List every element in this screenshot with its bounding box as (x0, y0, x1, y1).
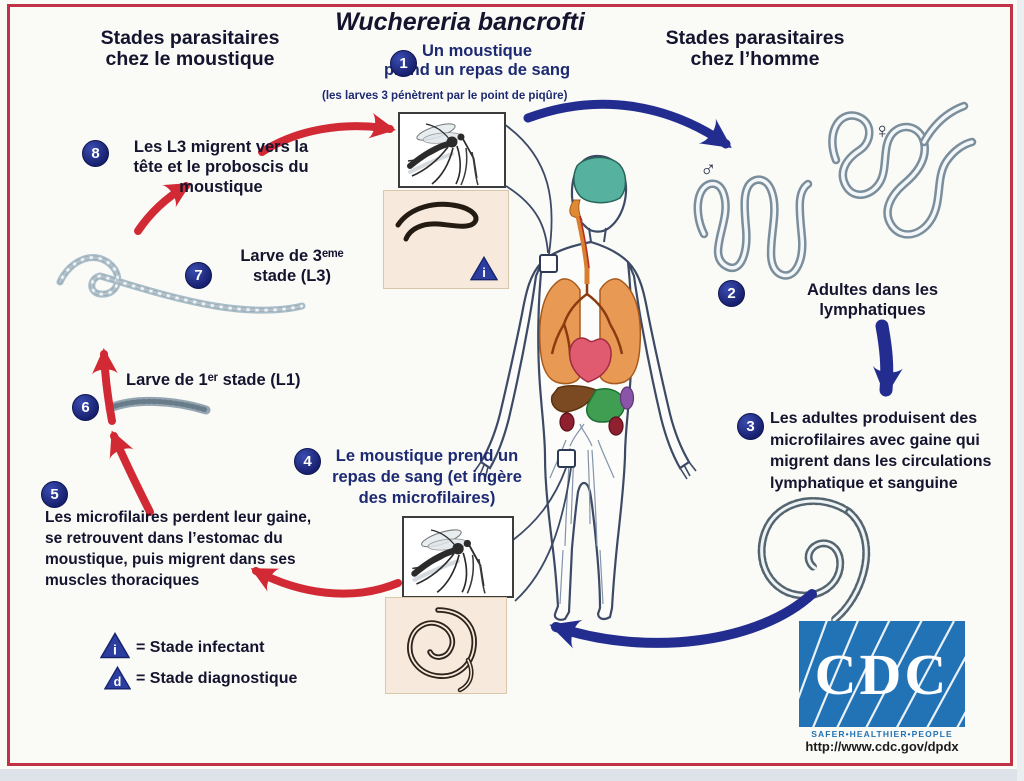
step-6-text: Larve de 1ᵉʳ stade (L1) (126, 371, 301, 389)
step-7-text: Larve de 3ᵉᵐᵉ stade (L3) (240, 247, 344, 285)
coiled-microfilaria-box (385, 597, 507, 694)
thigh-bite-site-box (557, 449, 576, 468)
kidney-left (608, 416, 624, 436)
step-badge-4: 4 (294, 448, 321, 475)
cdc-tagline: SAFER•HEALTHIER•PEOPLE (811, 729, 953, 739)
l1-larva-image (105, 397, 211, 415)
arrow-1-to-2 (523, 99, 732, 149)
scan-edge-right (1017, 0, 1024, 781)
infective-larva-box: i (383, 190, 509, 289)
heading-human-stages: Stades parasitaires chez l’homme (665, 27, 845, 70)
mosquito-bite-box-bottom (402, 516, 514, 598)
liver (550, 385, 597, 413)
scan-edge-bottom (0, 769, 1024, 781)
mosquito-icon (404, 518, 512, 596)
arrow-8-to-1 (258, 112, 396, 156)
infectious-stage-triangle-icon: i (470, 255, 498, 281)
cdc-rays-icon (799, 621, 965, 727)
svg-text:i: i (113, 642, 117, 658)
step-8-text: Les L3 migrent vers la tête et le probos… (133, 138, 309, 196)
spleen (619, 386, 635, 410)
mosquito-icon (400, 114, 504, 186)
cdc-logo: CDC (799, 621, 965, 727)
dark-l3-worm-image (395, 201, 479, 242)
adult-worms-image (693, 101, 977, 280)
step-badge-6: 6 (72, 394, 99, 421)
trachea (575, 215, 590, 284)
svg-text:d: d (114, 675, 122, 689)
lymphatic-vessels (549, 423, 615, 605)
legend-diagnostic-label: = Stade diagnostique (136, 670, 298, 687)
sheathed-microfilaria-image (757, 497, 871, 624)
step-2-text: Adultes dans les lymphatiques (806, 281, 939, 319)
brain (573, 156, 627, 204)
legend-infectious-label: = Stade infectant (136, 639, 265, 656)
cdc-url: http://www.cdc.gov/dpdx (805, 739, 959, 754)
shoulder-bite-site-box (539, 254, 558, 273)
step-5-text: Les microfilaires perdent leur gaine, se… (45, 509, 312, 589)
step-badge-5: 5 (41, 481, 68, 508)
arrow-7-to-8 (134, 182, 192, 235)
nasal-cavity (569, 199, 584, 221)
female-symbol: ♀ (874, 118, 891, 143)
step-4-text: Le moustique prend un repas de sang (et … (332, 447, 522, 507)
l3-larva-image (56, 254, 306, 314)
esophagus (579, 215, 590, 269)
cycle-arrows (91, 99, 903, 649)
arrow-6-to-7 (91, 348, 118, 425)
bite-site-connectors (503, 123, 572, 602)
cdc-logo-text: CDC (814, 641, 950, 707)
svg-text:i: i (482, 265, 486, 280)
kidney-right (559, 412, 575, 432)
heart (568, 337, 612, 383)
step-badge-8: 8 (82, 140, 109, 167)
step-3-text: Les adultes produisent des microfilaires… (770, 410, 992, 492)
red-border-frame (7, 4, 1013, 766)
diagram-title: Wuchereria bancrofti (335, 8, 585, 36)
step-badge-7: 7 (185, 262, 212, 289)
arrow-3-to-4 (549, 589, 817, 649)
heading-mosquito-stages: Stades parasitaires chez le moustique (100, 27, 280, 70)
human-body-figure (473, 154, 697, 621)
step-badge-1: 1 (390, 50, 417, 77)
arrow-2-to-3 (872, 319, 903, 397)
arrow-4-to-5 (250, 567, 402, 598)
mosquito-bite-box-top (398, 112, 506, 188)
infectious-stage-triangle-icon: i (100, 632, 130, 659)
bronchi (550, 284, 624, 357)
coiled-microfilaria-image (407, 607, 477, 693)
arrow-5-to-6 (109, 430, 154, 516)
diagnostic-stage-triangle-icon: d (104, 665, 131, 690)
step-badge-2: 2 (718, 280, 745, 307)
step-badge-3: 3 (737, 413, 764, 440)
step-1-note: (les larves 3 pénètrent par le point de … (322, 90, 568, 102)
male-symbol: ♂ (700, 156, 717, 181)
